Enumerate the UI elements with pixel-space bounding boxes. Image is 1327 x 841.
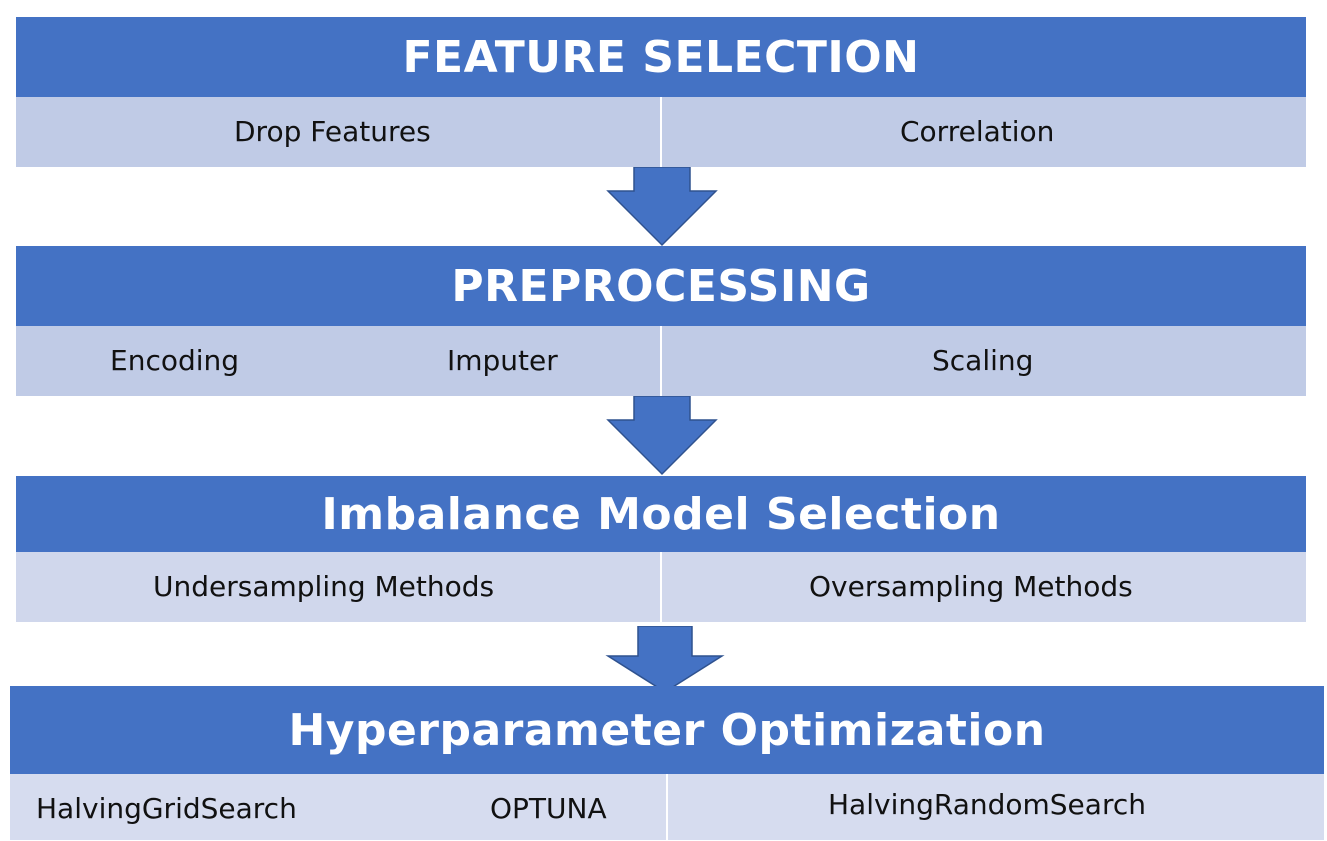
stage-title: Imbalance Model Selection xyxy=(321,488,1001,540)
down-arrow-icon xyxy=(606,167,718,247)
down-arrow-icon xyxy=(605,626,725,693)
stage-item-cell-left: HalvingGridSearch OPTUNA xyxy=(10,774,666,840)
cell-divider xyxy=(660,97,662,167)
cell-divider xyxy=(660,326,662,396)
stage-item-label: HalvingGridSearch xyxy=(36,792,297,825)
stage-item-cell-left: Drop Features xyxy=(16,97,660,167)
stage-item-cell-right: Oversampling Methods xyxy=(662,552,1306,622)
stage-title: Hyperparameter Optimization xyxy=(288,704,1046,756)
stage-header-preprocessing: PREPROCESSING xyxy=(16,246,1306,326)
stage-item-label: Drop Features xyxy=(234,115,431,148)
stage-item-cell-right: Correlation xyxy=(662,97,1306,167)
cell-divider xyxy=(660,552,662,622)
stage-item-label: Scaling xyxy=(932,344,1034,377)
stage-items-preprocessing: Encoding Imputer Scaling xyxy=(16,326,1306,396)
stage-header-imbalance-model-selection: Imbalance Model Selection xyxy=(16,476,1306,552)
cell-divider xyxy=(666,774,668,840)
stage-item-label: HalvingRandomSearch xyxy=(828,788,1146,821)
stage-item-cell-right: HalvingRandomSearch xyxy=(668,774,1324,840)
stage-header-feature-selection: FEATURE SELECTION xyxy=(16,17,1306,97)
stage-title: PREPROCESSING xyxy=(451,260,871,312)
stage-item-label: Oversampling Methods xyxy=(809,570,1133,603)
stage-header-hyperparameter-optimization: Hyperparameter Optimization xyxy=(10,686,1324,774)
stage-item-label: Undersampling Methods xyxy=(153,570,495,603)
stage-item-label: Correlation xyxy=(900,115,1055,148)
stage-item-cell-left: Encoding Imputer xyxy=(16,326,660,396)
stage-item-label: Imputer xyxy=(447,344,558,377)
stage-item-cell-left: Undersampling Methods xyxy=(16,552,660,622)
stage-items-feature-selection: Drop Features Correlation xyxy=(16,97,1306,167)
down-arrow-icon xyxy=(606,396,718,476)
stage-items-imbalance-model-selection: Undersampling Methods Oversampling Metho… xyxy=(16,552,1306,622)
stage-item-cell-right: Scaling xyxy=(662,326,1306,396)
stage-item-label: Encoding xyxy=(110,344,240,377)
stage-item-label: OPTUNA xyxy=(490,792,607,825)
stage-items-hyperparameter-optimization: HalvingGridSearch OPTUNA HalvingRandomSe… xyxy=(10,774,1324,840)
stage-title: FEATURE SELECTION xyxy=(402,31,920,83)
